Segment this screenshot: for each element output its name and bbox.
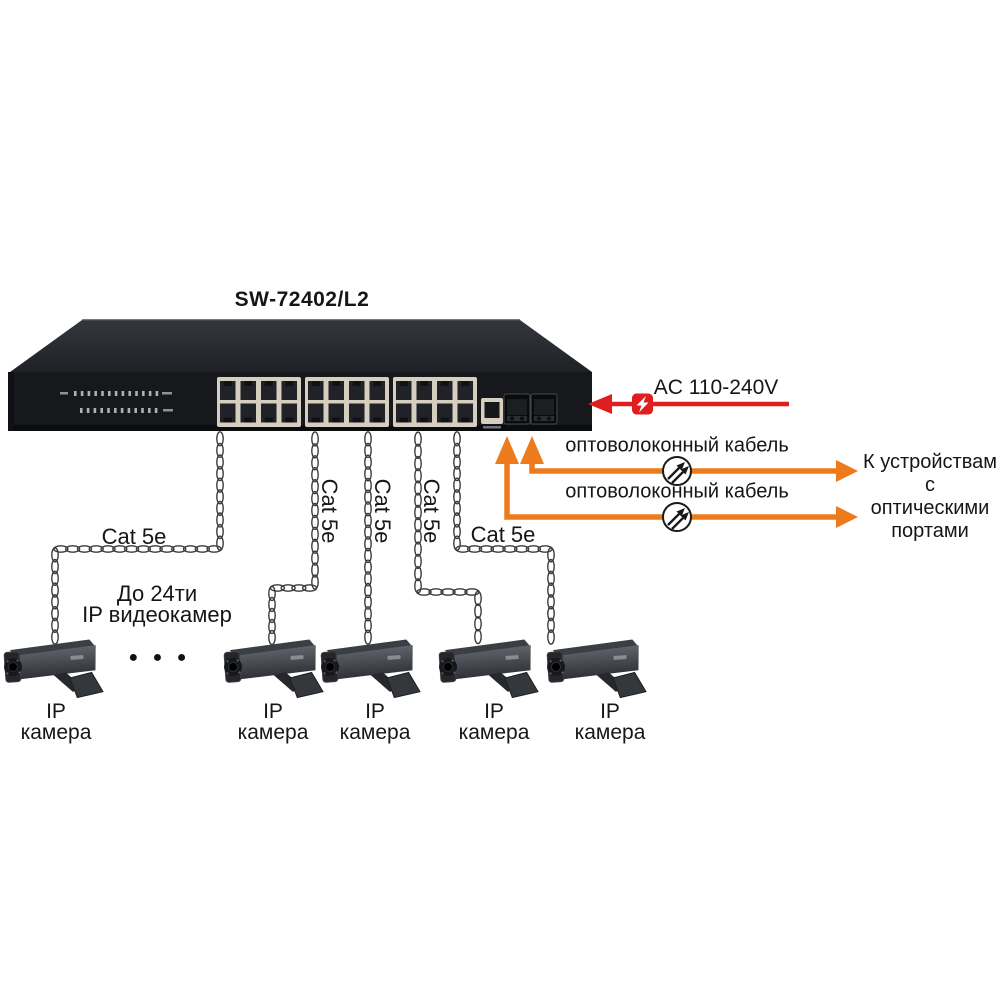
cat5e-label-4: Cat 5e — [419, 478, 444, 544]
fiber-arrow-right-bottom — [836, 506, 858, 528]
camera-label-5-line2: камера — [574, 721, 646, 744]
cat5e-label-2: Cat 5e — [317, 478, 342, 544]
fiber-link-bottom — [495, 436, 858, 528]
fiber-destination-line1: К устройствам — [863, 451, 997, 473]
fiber-arrow-up-left — [495, 436, 519, 464]
ip-camera-3 — [320, 638, 421, 701]
sfp-port-1 — [503, 393, 531, 425]
camera-label-3-line1: IP — [365, 700, 385, 723]
camera-label-5-line1: IP — [600, 700, 620, 723]
fiber-cable-label-bottom: оптоволоконный кабель — [565, 480, 789, 503]
camera-label-3-line2: камера — [339, 721, 411, 744]
ip-camera-4 — [438, 638, 539, 701]
camera-label-1-line1: IP — [46, 700, 66, 723]
console-port — [481, 398, 503, 429]
ip-camera-1 — [3, 638, 104, 701]
fiber-destination-line2: с — [925, 474, 935, 496]
ip-camera-2 — [223, 638, 324, 701]
camera-label-1: IP камера — [0, 701, 116, 743]
cat5e-cables — [51, 431, 555, 646]
fiber-arrow-right-top — [836, 460, 858, 482]
camera-count-note-line1: До 24ти — [116, 581, 198, 606]
camera-label-1-line2: камера — [20, 721, 92, 744]
fiber-destination-line4: портами — [891, 520, 969, 542]
camera-label-3: IP камера — [315, 701, 435, 743]
cat5e-label-1: Cat 5e — [101, 524, 167, 549]
ip-camera-5 — [546, 638, 647, 701]
camera-label-2-line1: IP — [263, 700, 283, 723]
switch-ports — [60, 377, 477, 427]
camera-label-5: IP камера — [550, 701, 670, 743]
ip-cameras — [3, 638, 647, 701]
power-arrow — [588, 393, 789, 415]
fiber-arrow-up-right — [520, 436, 544, 464]
cat5e-label-5: Cat 5e — [470, 522, 536, 547]
power-label: AC 110-240V — [653, 376, 779, 399]
fiber-link-top — [520, 436, 858, 482]
camera-count-note-line2: IP видеокамер — [82, 602, 232, 627]
fiber-cable-label-top: оптоволоконный кабель — [565, 434, 789, 457]
sfp-port-2 — [530, 393, 558, 425]
camera-count-note: До 24ти IP видеокамер — [47, 581, 267, 627]
fiber-destination-line3: оптическими — [870, 497, 990, 519]
fiber-destination-label: К устройствам с оптическими портами — [820, 451, 1000, 543]
power-bolt-icon — [632, 393, 653, 415]
camera-label-2: IP камера — [213, 701, 333, 743]
camera-label-4-line1: IP — [484, 700, 504, 723]
cat5e-label-3: Cat 5e — [370, 478, 395, 544]
switch-title: SW-72402/L2 — [234, 288, 370, 311]
switch-top-face — [10, 320, 592, 372]
power-arrowhead — [588, 394, 612, 414]
ellipsis-dots: ● ● ● — [128, 649, 192, 666]
camera-label-2-line2: камера — [237, 721, 309, 744]
camera-label-4-line2: камера — [458, 721, 530, 744]
camera-label-4: IP камера — [434, 701, 554, 743]
switch-device — [8, 319, 592, 431]
